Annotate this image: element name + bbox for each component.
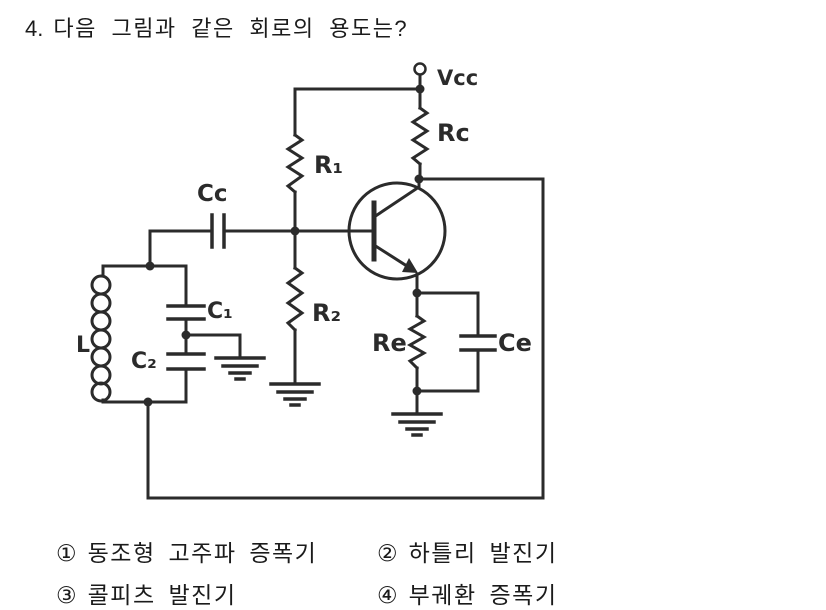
option-label: 콜피츠 발진기 — [87, 582, 237, 608]
resistor-rc — [410, 105, 430, 167]
transistor — [347, 178, 447, 281]
label-r1: R₁ — [314, 151, 343, 179]
option-marker: ② — [377, 540, 398, 566]
option-marker: ① — [56, 540, 77, 566]
option-2[interactable]: ② 하틀리 발진기 — [377, 534, 557, 568]
label-c1: C₁ — [207, 299, 233, 324]
option-label: 하틀리 발진기 — [408, 540, 558, 566]
capacitor-c2 — [166, 352, 206, 371]
label-c2: C₂ — [131, 349, 157, 374]
option-1[interactable]: ① 동조형 고주파 증폭기 — [56, 534, 317, 568]
label-cc: Cc — [197, 181, 228, 207]
option-4[interactable]: ④ 부궤환 증폭기 — [377, 576, 557, 610]
wires — [101, 73, 545, 500]
label-rc: Rc — [437, 119, 470, 147]
option-label: 부궤환 증폭기 — [408, 582, 558, 608]
question-title: 4. 다음 그림과 같은 회로의 용도는? — [25, 11, 408, 43]
label-ce: Ce — [498, 329, 532, 357]
label-vcc: Vcc — [437, 66, 478, 90]
option-marker: ④ — [377, 582, 398, 608]
label-r2: R₂ — [312, 299, 341, 327]
ground-symbol-r2 — [269, 382, 321, 407]
resistor-r1 — [285, 132, 305, 195]
emitter-arrow-icon — [402, 258, 418, 273]
question-number: 4. — [25, 16, 44, 41]
option-3[interactable]: ③ 콜피츠 발진기 — [56, 576, 236, 610]
resistor-re — [406, 313, 428, 371]
junction-dots — [143, 84, 425, 407]
ground-symbol-tank — [214, 356, 266, 381]
label-l: L — [76, 333, 90, 358]
question-text: 다음 그림과 같은 회로의 용도는? — [53, 16, 409, 41]
capacitor-c1 — [166, 304, 206, 321]
inductor-l — [90, 274, 112, 403]
capacitor-cc — [210, 213, 226, 249]
capacitor-ce — [459, 334, 497, 352]
resistor-r2 — [285, 265, 305, 333]
option-label: 동조형 고주파 증폭기 — [87, 540, 318, 566]
label-re: Re — [372, 329, 407, 357]
option-marker: ③ — [56, 582, 77, 608]
ground-symbol-emitter — [391, 412, 443, 437]
vcc-terminal — [413, 62, 427, 76]
